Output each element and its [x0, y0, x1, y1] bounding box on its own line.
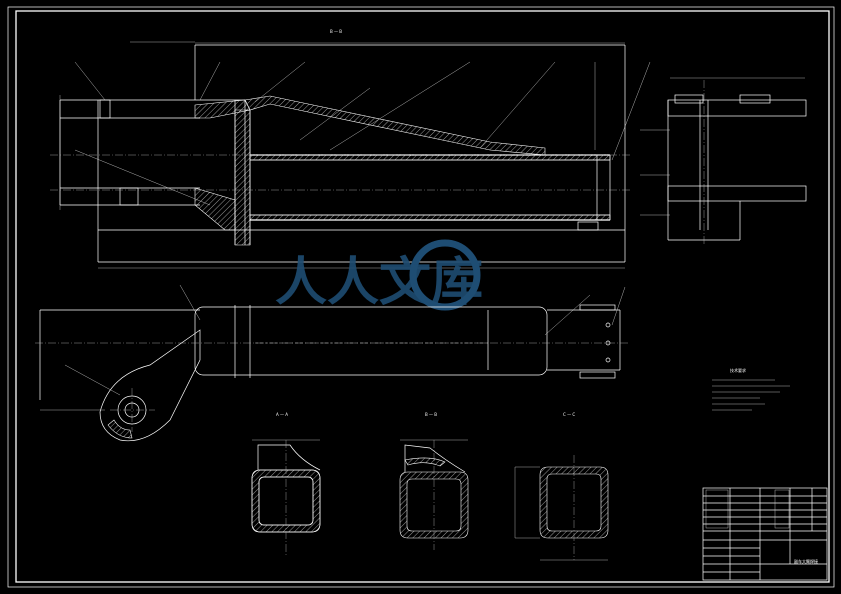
main-view: B — B [50, 29, 651, 269]
inner-border [15, 10, 830, 583]
plan-view [35, 284, 630, 442]
section-b: B — B [399, 412, 469, 550]
section-c: C — C [514, 412, 609, 561]
section-b-label: B — B [425, 412, 437, 417]
technical-requirements: 技术要求 [712, 367, 790, 411]
section-c-label: C — C [563, 412, 575, 417]
outer-border [7, 6, 835, 588]
watermark-text: 人人文库 [275, 253, 483, 313]
main-section-label: B — B [330, 29, 342, 34]
section-a-label: A — A [276, 412, 288, 417]
technical-requirements-heading: 技术要求 [730, 367, 746, 373]
side-view [640, 77, 807, 245]
watermark: 人人文库 [275, 239, 483, 313]
title-block: 副车大臂焊接 [702, 487, 828, 581]
section-a: A — A [251, 412, 321, 555]
drawing-title: 副车大臂焊接 [794, 558, 818, 564]
